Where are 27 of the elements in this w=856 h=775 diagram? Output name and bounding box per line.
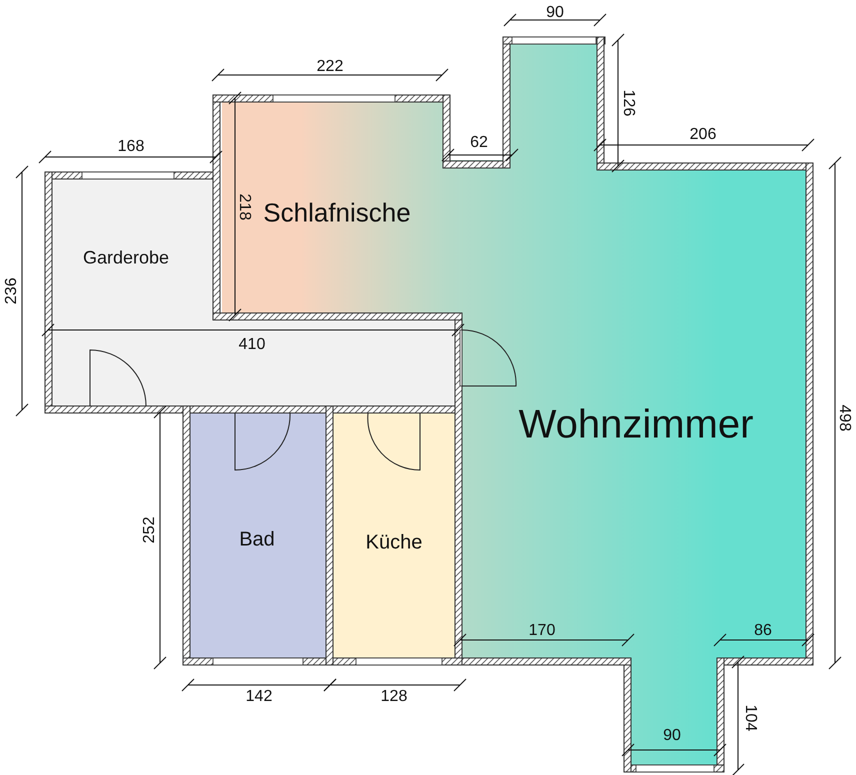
dimension-label: 126 [620, 90, 636, 116]
dimension-label: 222 [316, 59, 344, 75]
room-name: Wohnzimmer [518, 402, 754, 448]
room-floor [190, 413, 326, 658]
dimension-label: 236 [4, 278, 20, 304]
room-name: Schlafnische [263, 198, 411, 228]
dimension-label: 498 [836, 404, 852, 432]
room-name: Garderobe [82, 248, 170, 268]
room-floor [222, 102, 443, 313]
dimension-label: 104 [742, 704, 758, 732]
dimension-label: 90 [546, 5, 564, 21]
dimension-label: 86 [754, 623, 772, 639]
dimension-label: 170 [528, 623, 556, 639]
dimension-label: 252 [142, 516, 158, 544]
dimension-label: 168 [118, 139, 144, 155]
dimension-label: 128 [380, 689, 408, 705]
dimension-label: 218 [236, 194, 252, 220]
dimension-label: 62 [470, 135, 488, 151]
room-name: Bad [239, 528, 275, 552]
room-floor [333, 413, 455, 658]
room-name: Küche [366, 532, 422, 554]
dimension-label: 410 [238, 337, 266, 353]
dimension-label: 142 [246, 689, 272, 705]
dimension-label: 90 [663, 728, 681, 744]
dimension-label: 206 [690, 127, 716, 143]
room-floor [52, 179, 455, 406]
room-floor [443, 44, 806, 765]
